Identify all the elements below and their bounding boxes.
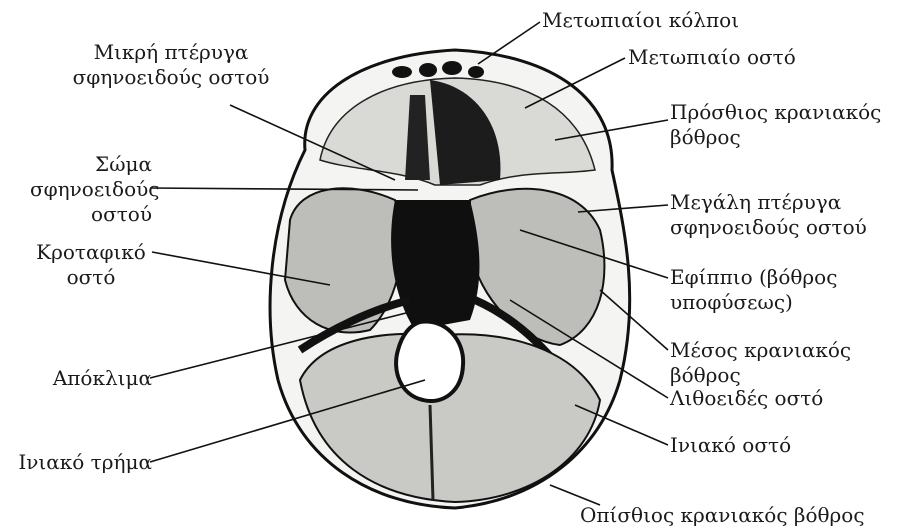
label-frontal-sinuses: Μετωπιαίοι κόλποι <box>542 8 739 33</box>
label-lesser-wing: Μικρή πτέρυγα σφηνοειδούς οστού <box>62 40 280 90</box>
leader-posterior-fossa <box>550 485 600 505</box>
label-greater-wing: Μεγάλη πτέρυγα σφηνοειδούς οστού <box>670 190 867 240</box>
label-middle-fossa: Μέσος κρανιακός βόθρος <box>670 338 851 388</box>
label-posterior-fossa: Οπίσθιος κρανιακός βόθρος <box>580 503 865 528</box>
label-anterior-fossa: Πρόσθιος κρανιακός βόθρος <box>670 100 881 150</box>
label-clivus: Απόκλιμα <box>20 366 152 391</box>
label-frontal-bone: Μετωπιαίο οστό <box>628 45 796 70</box>
label-sphenoid-body: Σώμα σφηνοειδούς οστού <box>30 152 152 227</box>
label-foramen-magnum: Ινιακό τρήμα <box>0 450 152 475</box>
label-occipital-bone: Ινιακό οστό <box>670 433 791 458</box>
label-sella-turcica: Εφίππιο (βόθρος υποφύσεως) <box>670 265 837 315</box>
label-petrous-bone: Λιθοειδές οστό <box>670 386 823 411</box>
foramen-magnum <box>396 322 463 402</box>
label-temporal-bone: Κροταφικό οστό <box>28 240 154 290</box>
